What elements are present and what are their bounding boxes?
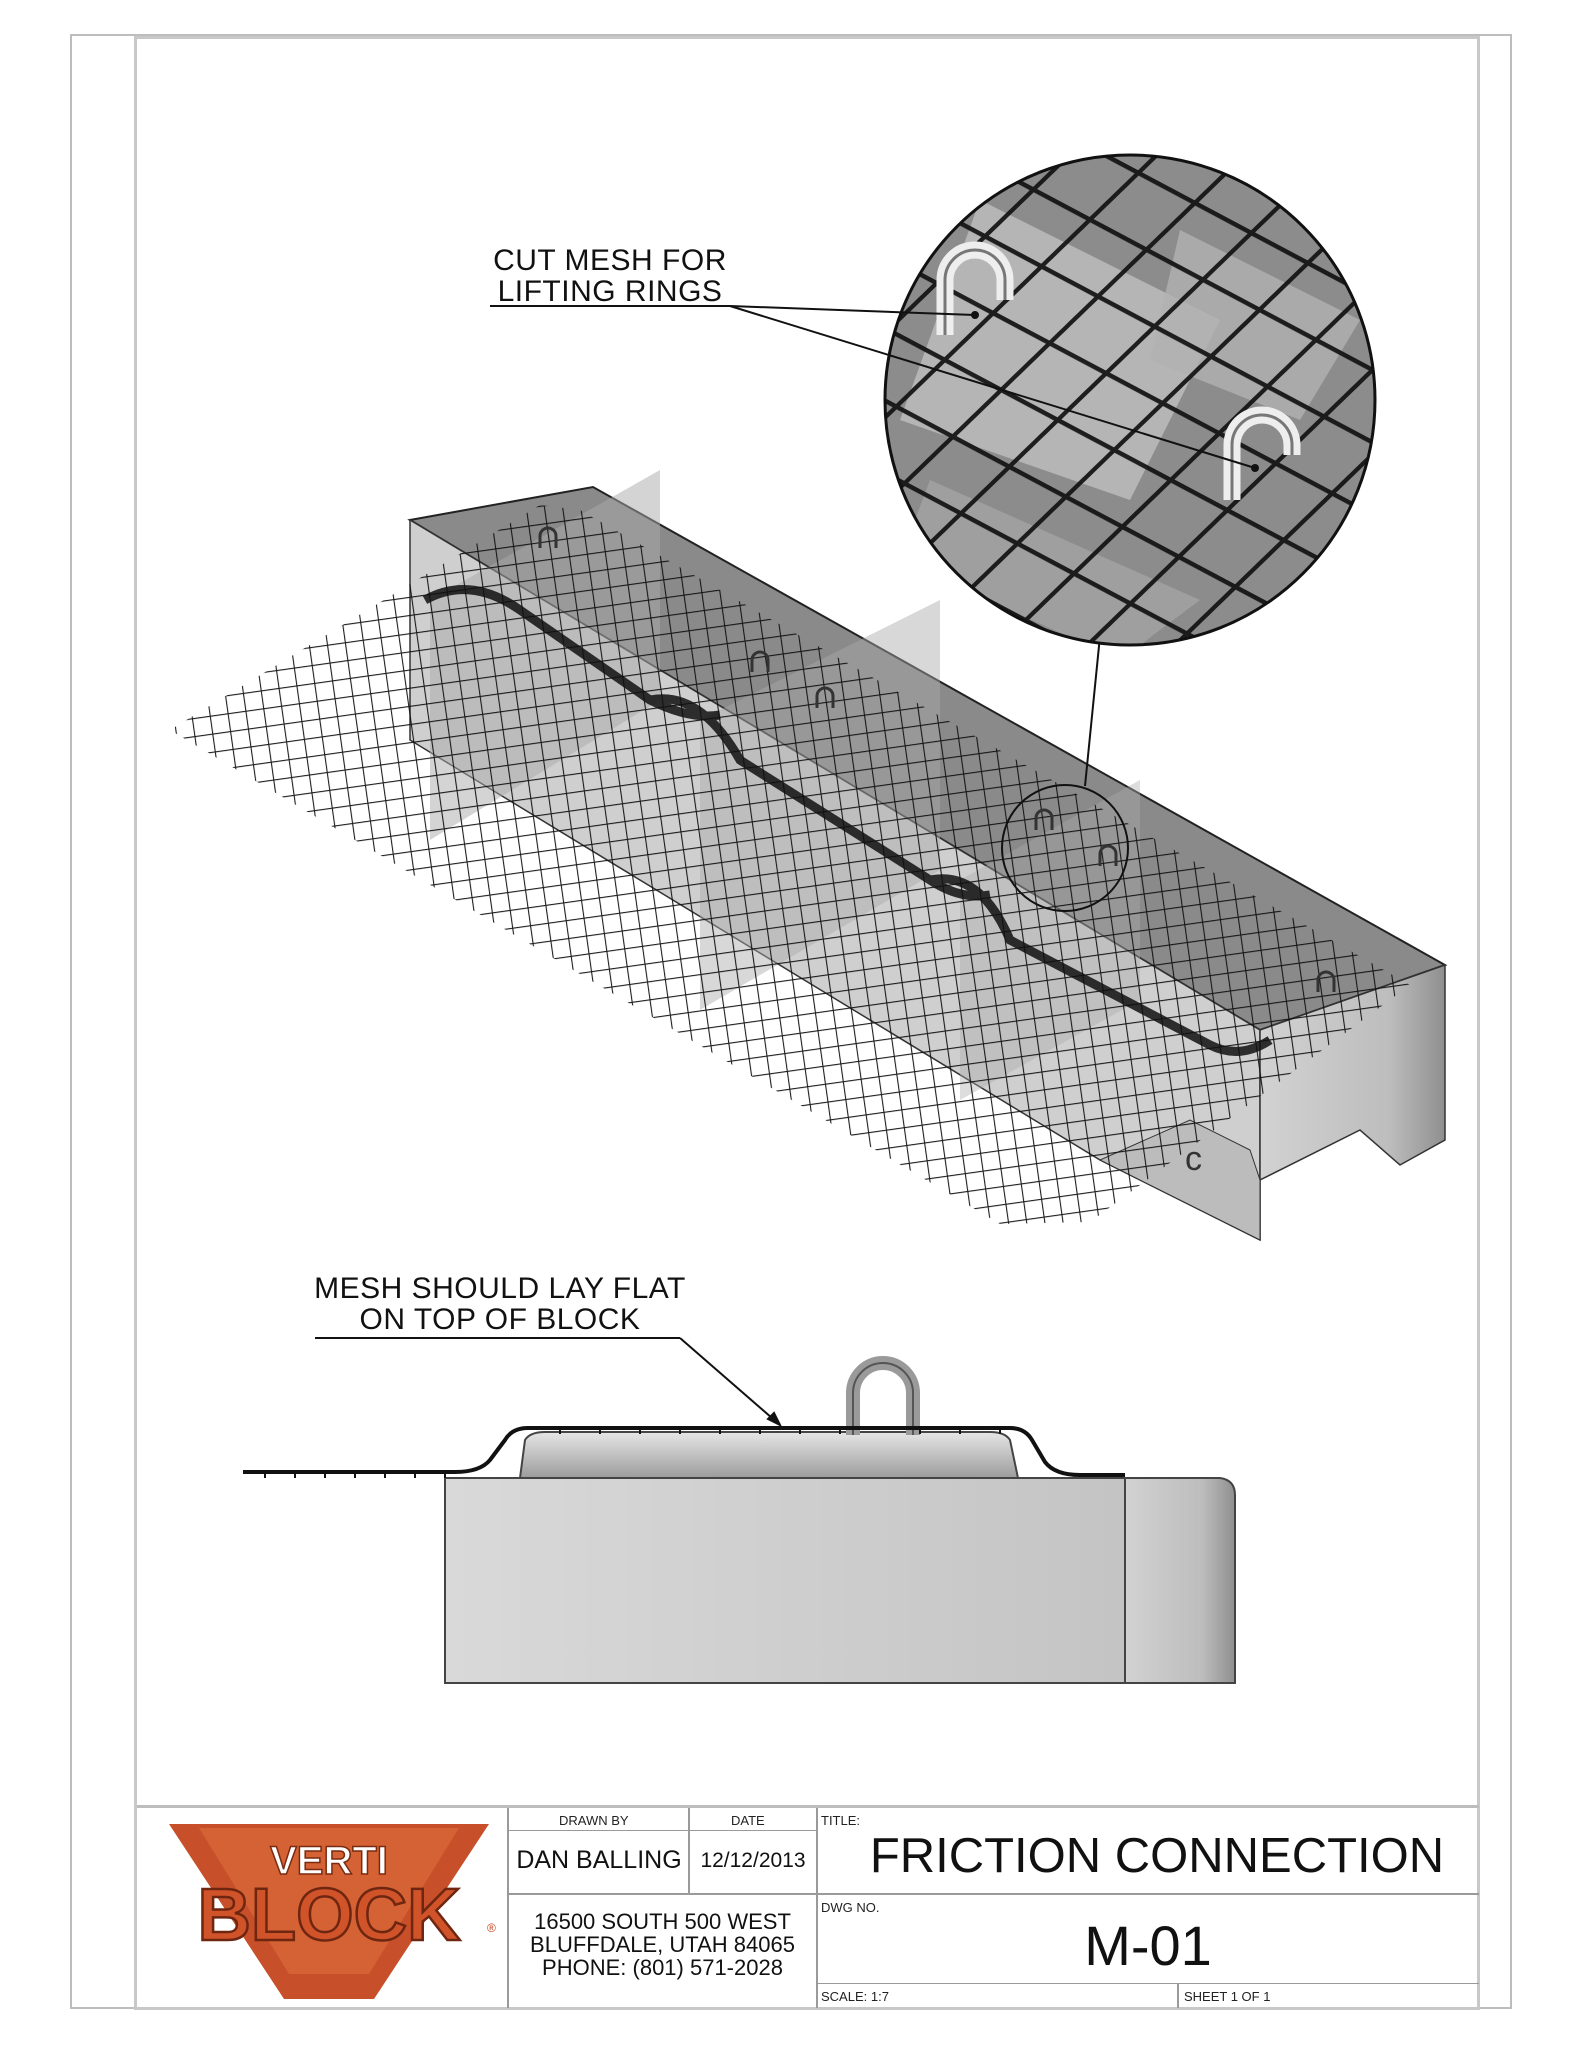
sheet-border (134, 36, 1480, 2010)
svg-text:c: c (1185, 1140, 1202, 1178)
cut-mesh-leaders (490, 305, 1259, 472)
lay-flat-callout: MESH SHOULD LAY FLAT ON TOP OF BLOCK (300, 1273, 700, 1335)
address-line: PHONE: (801) 571-2028 (542, 1955, 783, 1980)
logo-block-text: BLOCK (197, 1873, 460, 1956)
logo-verti-text: VERTI (270, 1839, 388, 1883)
date-value: 12/12/2013 (700, 1849, 806, 1872)
drawn-by-label: DRAWN BY (559, 1813, 629, 1828)
lifting-rings (538, 526, 1336, 992)
cut-mesh-callout: CUT MESH FOR LIFTING RINGS (470, 245, 750, 307)
dwg-no-label: DWG NO. (821, 1900, 880, 1915)
mesh-ridges (422, 585, 1273, 1056)
callout-line: MESH SHOULD LAY FLAT (314, 1272, 686, 1305)
zoom-detail (883, 153, 1377, 647)
lay-flat-leader (315, 1337, 783, 1428)
callout-line: CUT MESH FOR (493, 244, 727, 277)
callout-line: ON TOP OF BLOCK (359, 1303, 641, 1336)
detail-circle (1001, 784, 1129, 912)
drawing-title: FRICTION CONNECTION (869, 1829, 1445, 1883)
detail-leader-line (1084, 635, 1101, 787)
date-label: DATE (731, 1813, 765, 1828)
side-elevation-view (243, 1356, 1236, 1684)
company-address: 16500 SOUTH 500 WEST BLUFFDALE, UTAH 840… (509, 1910, 816, 1979)
scale-value: SCALE: 1:7 (821, 1989, 889, 2004)
callout-line: LIFTING RINGS (497, 275, 723, 308)
address-line: BLUFFDALE, UTAH 84065 (530, 1932, 795, 1957)
vertiblock-logo: VERTI BLOCK ® (169, 1824, 496, 1999)
registered-mark: ® (487, 1921, 496, 1935)
title-block: VERTI BLOCK ® DRAWN BY DATE TITLE: DWG N… (137, 1805, 1479, 2008)
address-line: 16500 SOUTH 500 WEST (534, 1909, 791, 1934)
drawing-number: M-01 (1084, 1914, 1212, 1977)
title-label: TITLE: (821, 1813, 861, 1828)
sheet-value: SHEET 1 OF 1 (1184, 1989, 1271, 2004)
drawn-by-value: DAN BALLING (516, 1846, 682, 1874)
